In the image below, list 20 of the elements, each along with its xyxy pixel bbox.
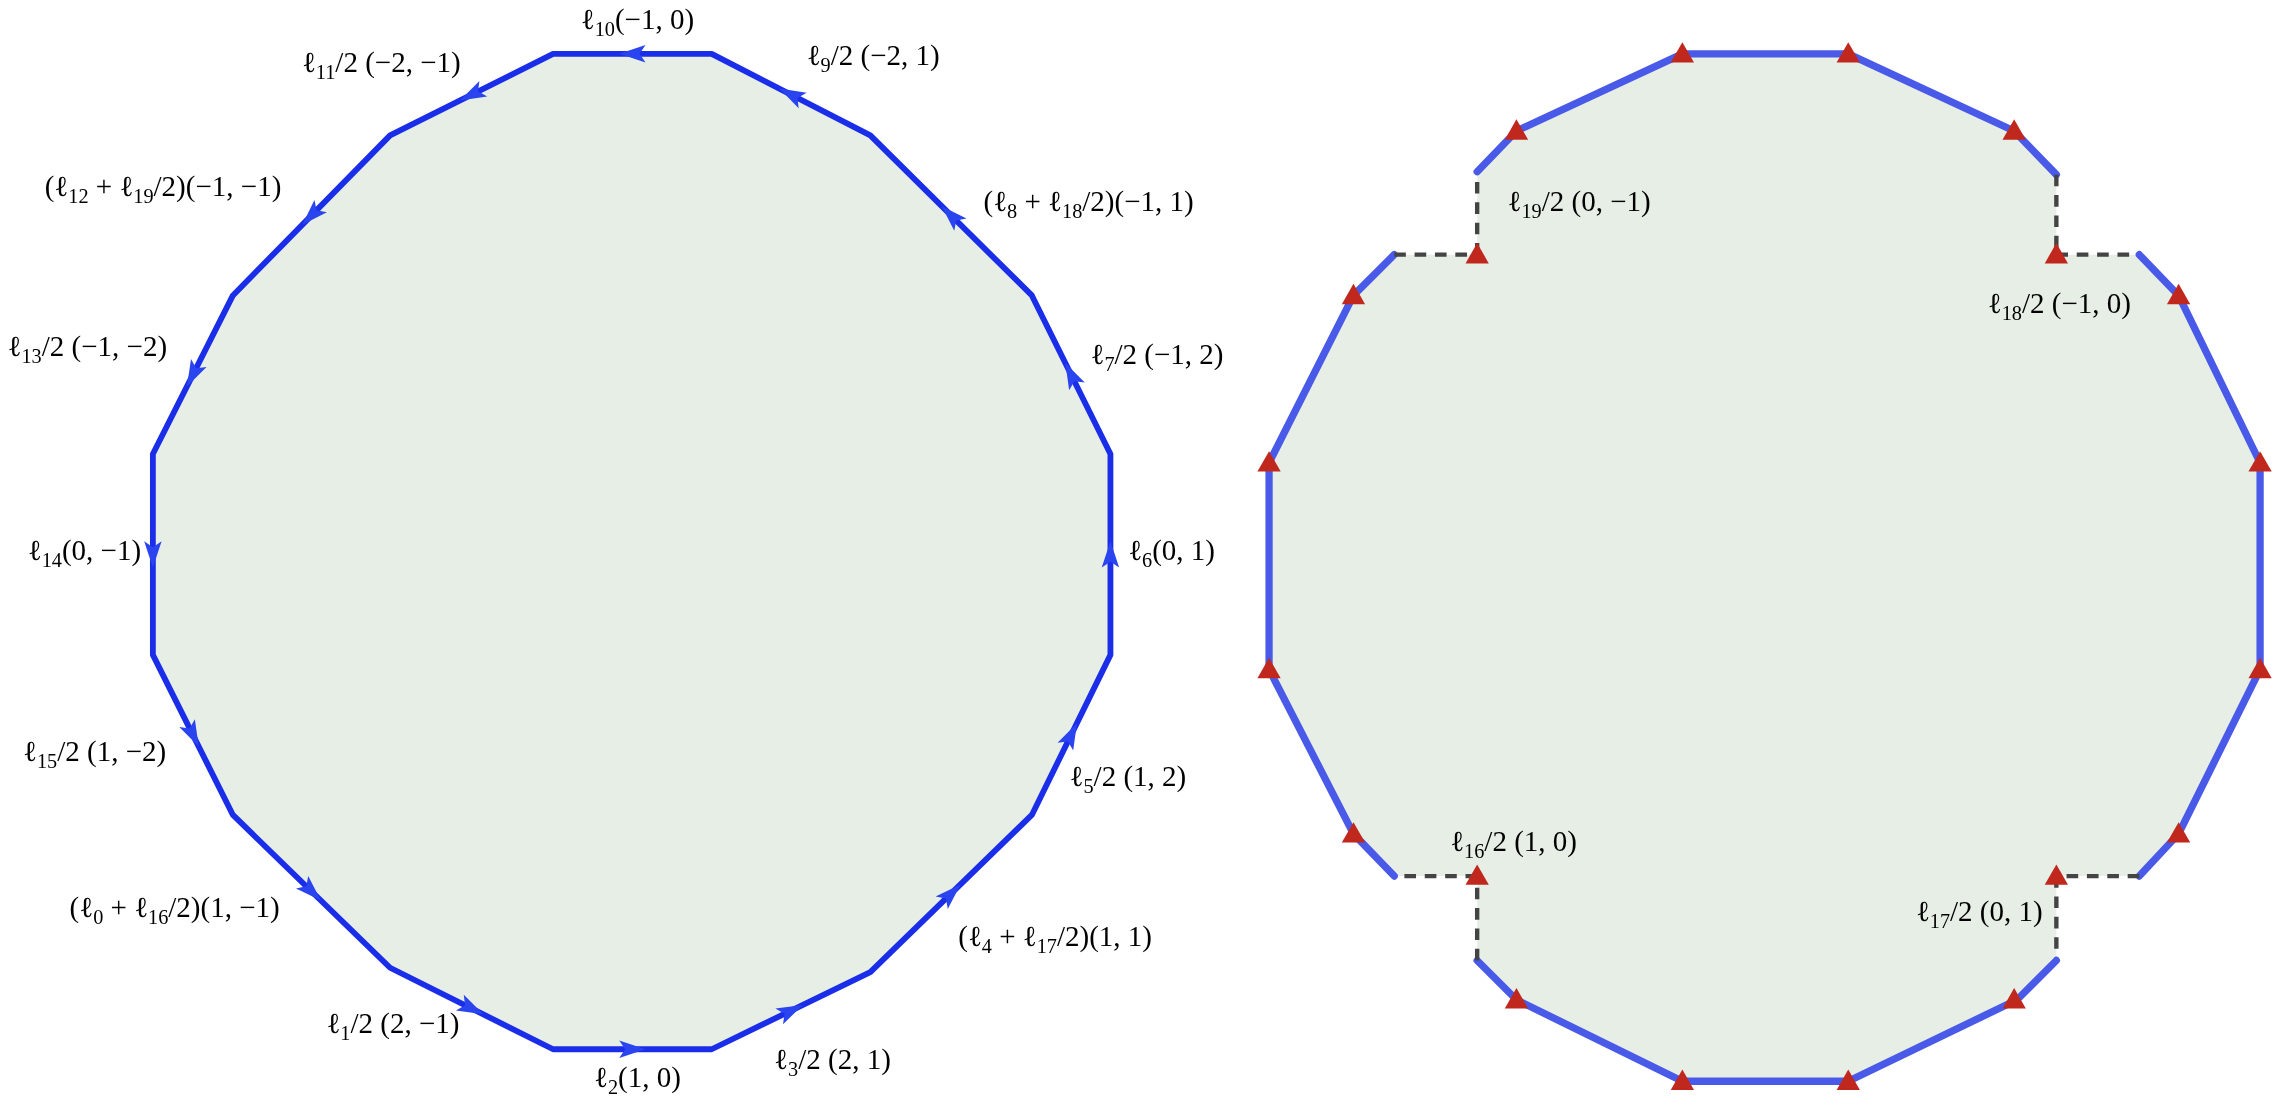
- side-label: ℓ$_{19}$/2 (0, −1): [1507, 185, 1651, 222]
- side-label: ℓ$_{15}$/2 (1, −2): [23, 735, 167, 772]
- side-label: ℓ$_{14}$(0, −1): [27, 535, 142, 572]
- side-label: ℓ$_{13}$/2 (−1, −2): [7, 331, 168, 368]
- side-label: ℓ$_{16}$/2 (1, 0): [1450, 826, 1577, 863]
- side-label: ℓ$_{10}$(−1, 0): [580, 3, 695, 40]
- side-label: ℓ$_{3}$/2 (2, 1): [774, 1044, 891, 1081]
- side-label: ℓ$_{18}$/2 (−1, 0): [1987, 287, 2131, 324]
- side-label: ℓ$_{6}$(0, 1): [1128, 535, 1215, 572]
- side-label: (ℓ$_{8}$ + ℓ$_{18}$/2)(−1, 1): [983, 185, 1194, 222]
- side-label: ℓ$_{1}$/2 (2, −1): [326, 1007, 460, 1045]
- side-label: ℓ$_{17}$/2 (0, 1): [1915, 895, 2043, 932]
- side-label: (ℓ$_{4}$ + ℓ$_{17}$/2)(1, 1): [958, 920, 1152, 957]
- side-label: ℓ$_{9}$/2 (−2, 1): [806, 40, 940, 77]
- side-label: ℓ$_{5}$/2 (1, 2): [1069, 760, 1187, 797]
- side-label: ℓ$_{2}$(1, 0): [594, 1061, 681, 1098]
- side-label: ℓ$_{11}$/2 (−2, −1): [301, 47, 461, 84]
- side-label: (ℓ$_{0}$ + ℓ$_{16}$/2)(1, −1): [69, 891, 280, 928]
- side-label: (ℓ$_{12}$ + ℓ$_{19}$/2)(−1, −1): [44, 171, 282, 208]
- side-label: ℓ$_{7}$/2 (−1, 2): [1090, 338, 1224, 375]
